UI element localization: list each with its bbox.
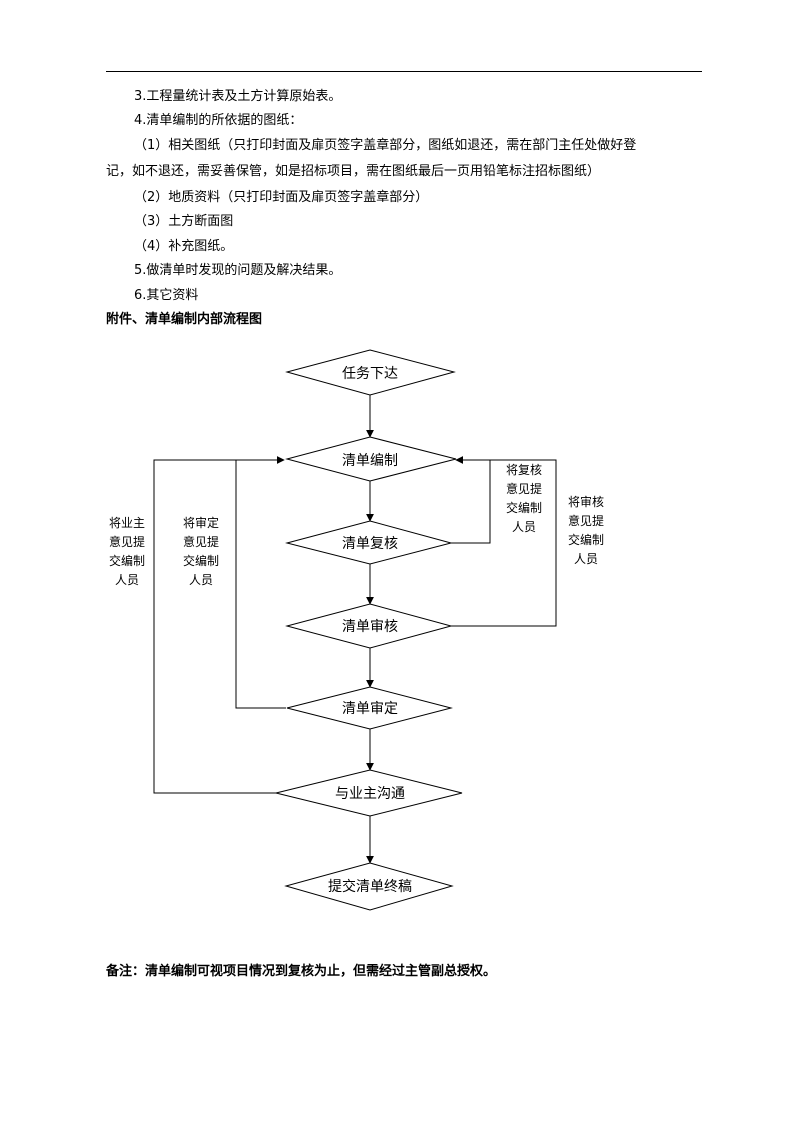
node-label-audit: 清单审核 <box>342 619 398 635</box>
owner-label-3: 交编制 <box>109 553 145 568</box>
audit-label-4: 人员 <box>574 552 598 566</box>
approve-label-1: 将审定 <box>183 515 219 530</box>
attachment-title: 附件、清单编制内部流程图 <box>106 312 263 327</box>
doc-line-2: 4.清单编制的所依据的图纸： <box>134 113 303 128</box>
recheck-label-4: 人员 <box>512 520 536 534</box>
doc-line-1: 3.工程量统计表及土方计算原始表。 <box>134 89 342 104</box>
audit-label-1: 将审核 <box>568 494 604 509</box>
doc-line-8: 5.做清单时发现的问题及解决结果。 <box>134 263 342 278</box>
audit-label-3: 交编制 <box>568 532 604 547</box>
edge-owner-feedback <box>153 456 285 794</box>
recheck-label-1: 将复核 <box>506 463 542 477</box>
owner-label-2: 意见提 <box>109 534 145 549</box>
header-rule <box>106 71 702 72</box>
node-list-compile <box>285 436 457 482</box>
doc-line-4: 记，如不退还，需妥善保管，如是招标项目，需在图纸最后一页用铅笔标注招标图纸） <box>106 164 601 179</box>
node-task-assigned <box>285 349 456 396</box>
node-label-compile: 清单编制 <box>342 453 398 469</box>
approve-label-4: 人员 <box>189 573 213 587</box>
edge-approve-feedback <box>235 460 286 709</box>
owner-label-1: 将业主 <box>109 516 145 530</box>
node-label-approve: 清单审定 <box>342 701 398 717</box>
doc-line-7: （4）补充图纸。 <box>134 239 234 254</box>
node-list-audit <box>285 603 453 649</box>
recheck-label-2: 意见提 <box>506 481 542 496</box>
recheck-label-3: 交编制 <box>506 500 542 515</box>
doc-line-5: （2）地质资料（只打印封面及扉页签字盖章部分） <box>134 190 429 205</box>
approve-label-2: 意见提 <box>183 534 219 549</box>
node-final-submission <box>284 862 454 911</box>
node-list-recheck <box>285 520 453 565</box>
edge-recheck-feedback <box>451 456 491 544</box>
doc-line-3: （1）相关图纸（只打印封面及扉页签字盖章部分，图纸如退还，需在部门主任处做好登 <box>134 138 637 153</box>
node-label-recheck: 清单复核 <box>342 535 398 552</box>
approve-label-3: 交编制 <box>183 553 219 568</box>
footnote: 备注：清单编制可视项目情况到复核为止，但需经过主管副总授权。 <box>106 964 497 979</box>
node-label-task: 任务下达 <box>342 366 398 382</box>
audit-label-2: 意见提 <box>568 513 604 528</box>
node-label-owner: 与业主沟通 <box>335 786 405 802</box>
node-label-final: 提交清单终稿 <box>328 878 412 895</box>
doc-line-9: 6.其它资料 <box>134 288 199 303</box>
owner-label-4: 人员 <box>115 573 139 587</box>
node-owner-communication <box>275 769 463 817</box>
doc-line-6: （3）土方断面图 <box>134 214 234 229</box>
node-list-approve <box>286 686 453 730</box>
edge-audit-feedback <box>451 459 557 627</box>
